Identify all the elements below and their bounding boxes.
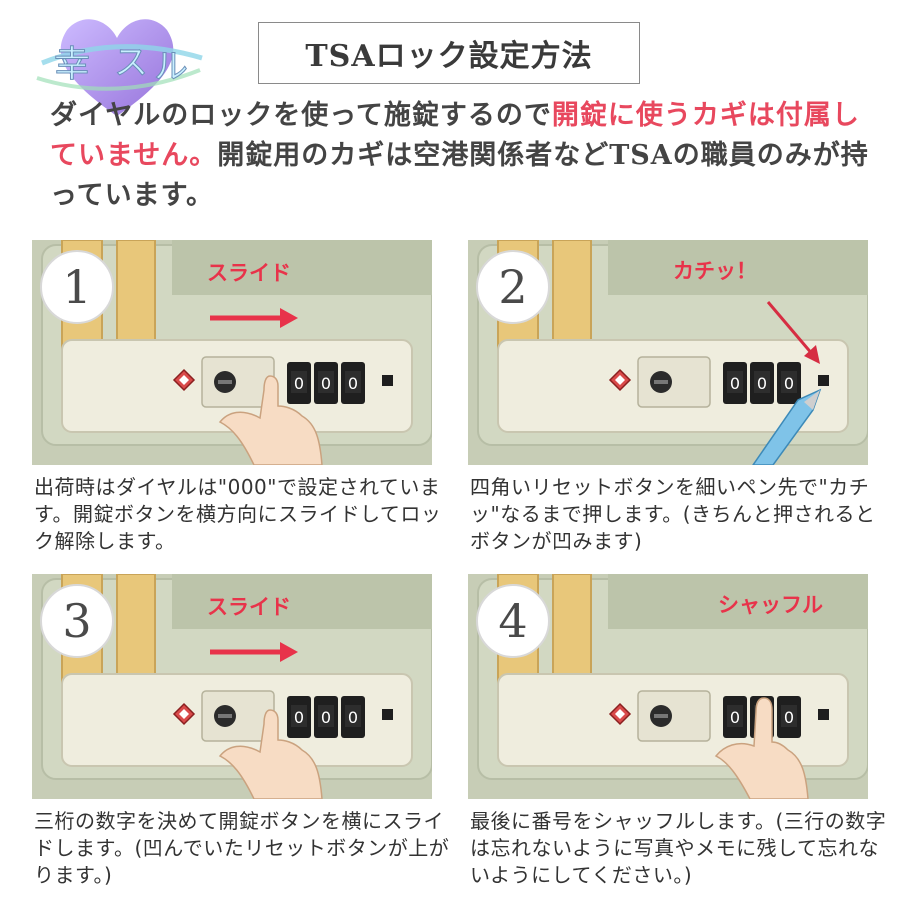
suitcase-rib [172,574,432,629]
suitcase-rib [608,574,868,629]
dial-wheel: 0 [341,362,365,404]
dial-window [345,705,361,727]
page-title: TSAロック設定方法 [258,22,640,84]
svg-text:幸: 幸 [54,44,90,85]
dial-wheel: 0 [777,362,801,404]
keyhole-slot [654,380,668,384]
intro-part1: ダイヤルのロックを使って施錠するので [50,100,552,131]
reset-button-icon [818,709,829,720]
tsa-diamond-inner-icon [615,709,625,719]
dial-digit: 0 [730,708,740,727]
keyhole-slot [218,714,232,718]
tsa-diamond-inner-icon [615,375,625,385]
pen-tip-icon [804,390,820,410]
step-number: 2 [498,260,527,314]
dial-digit: 0 [348,708,358,727]
step-caption: 三桁の数字を決めて開錠ボタンを横にスライドします。(凹んでいたリセットボタンが上… [34,809,450,887]
dial-wheel: 0 [723,362,747,404]
dial-wheel: 0 [287,362,311,404]
intro-highlight: 開錠に使うカギは付属していません。 [50,100,860,171]
dial-digit: 0 [730,374,740,393]
dial-wheel: 0 [287,696,311,738]
pointer-arrow-line [766,301,815,356]
step-number-circle [476,250,550,324]
finger-icon [218,709,323,799]
step-number: 4 [498,594,527,648]
dial-wheel: 0 [723,696,747,738]
step-number-circle [476,584,550,658]
reset-button-icon [382,709,393,720]
reset-button-icon [818,375,829,386]
dial-window [345,371,361,393]
intro-part2: 開錠用のカギは空港関係者などTSAの職員のみが持っています。 [50,140,869,211]
photo-label: シャッフル [718,592,823,617]
dial-wheel: 0 [777,696,801,738]
pointer-arrow-head-icon [804,345,820,364]
finger-icon [714,697,809,799]
photo-label: スライド [207,260,291,285]
photo-label: スライド [207,594,291,619]
dial-window [318,705,334,727]
dial-wheel: 0 [750,362,774,404]
tsa-diamond-inner-icon [179,375,189,385]
dial-window [754,371,770,393]
step-caption: 最後に番号をシャッフルします。(三行の数字は忘れないように写真やメモに残して忘れ… [470,809,887,887]
svg-text:ル: ル [154,47,188,87]
suitcase-rib [608,240,868,295]
photo-label: カチッ！ [673,258,757,283]
tsa-diamond-inner-icon [179,709,189,719]
slide-arrow-head-icon [280,308,298,328]
dial-digit: 0 [784,374,794,393]
keyhole-slot [654,714,668,718]
dial-digit: 0 [348,374,358,393]
dial-window [781,705,797,727]
brand-logo: 幸 ス ル [36,19,203,117]
dial-window [781,371,797,393]
dial-digit: 0 [294,708,304,727]
dial-window [291,705,307,727]
pen-barrel-icon [752,388,822,465]
dial-window [727,705,743,727]
step-number-circle [40,250,114,324]
step-number: 3 [62,594,91,648]
keyhole-slot [218,380,232,384]
step-number-circle [40,584,114,658]
dial-wheel: 0 [341,696,365,738]
step-caption: 四角いリセットボタンを細いペン先で"カチッ"なるまで押します。(きちんと押される… [470,475,876,553]
step-photo: 000シャッフル4 [468,574,868,799]
dial-window [318,371,334,393]
unlock-slider [637,356,711,408]
finger-icon [218,375,323,465]
reset-button-icon [382,375,393,386]
dial-window [291,371,307,393]
svg-text:ス: ス [114,43,148,83]
intro-text: ダイヤルのロックを使って施錠するので開錠に使うカギは付属していません。開錠用のカ… [50,96,880,216]
unlock-slider [637,690,711,742]
dial-wheel: 0 [314,362,338,404]
slide-arrow-head-icon [280,642,298,662]
dial-digit: 0 [321,374,331,393]
step-number: 1 [62,260,91,314]
dial-digit: 0 [784,708,794,727]
step-caption: 出荷時はダイヤルは"000"で設定されています。開錠ボタンを横方向にスライドして… [34,475,442,553]
dial-digit: 0 [294,374,304,393]
dial-window [727,371,743,393]
suitcase-rib [172,240,432,295]
dial-wheel: 0 [314,696,338,738]
dial-digit: 0 [321,708,331,727]
dial-digit: 0 [757,374,767,393]
